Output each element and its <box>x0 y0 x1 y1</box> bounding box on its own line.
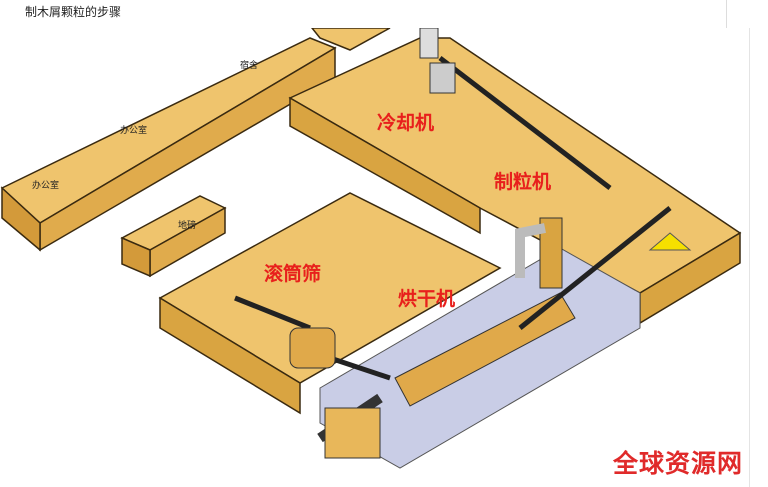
label-cooler: 冷却机 <box>377 112 435 134</box>
conveyors <box>234 56 672 381</box>
upper-platform <box>288 37 742 325</box>
drum-screen <box>289 327 336 369</box>
divider <box>749 28 750 487</box>
page-title: 制木屑颗粒的步骤 <box>25 5 122 19</box>
svg-text:办公室: 办公室 <box>32 179 59 191</box>
production-line-diagram: 宿舍 办公室 办公室 地磅 <box>0 28 742 469</box>
watermark: 全球资源网 <box>613 449 744 478</box>
label-drum-screen: 滚筒筛 <box>264 263 322 285</box>
lower-platform <box>158 192 502 415</box>
svg-text:办公室: 办公室 <box>120 124 147 136</box>
divider <box>726 0 727 28</box>
product-pile <box>648 232 692 251</box>
cooler-tower <box>419 28 456 94</box>
svg-text:地磅: 地磅 <box>178 219 196 231</box>
building-row <box>0 28 391 278</box>
label-pellet-mill: 制粒机 <box>494 171 552 193</box>
building-labels: 宿舍 办公室 办公室 地磅 <box>32 59 258 231</box>
label-dryer: 烘干机 <box>398 288 456 310</box>
svg-text:宿舍: 宿舍 <box>240 59 258 71</box>
